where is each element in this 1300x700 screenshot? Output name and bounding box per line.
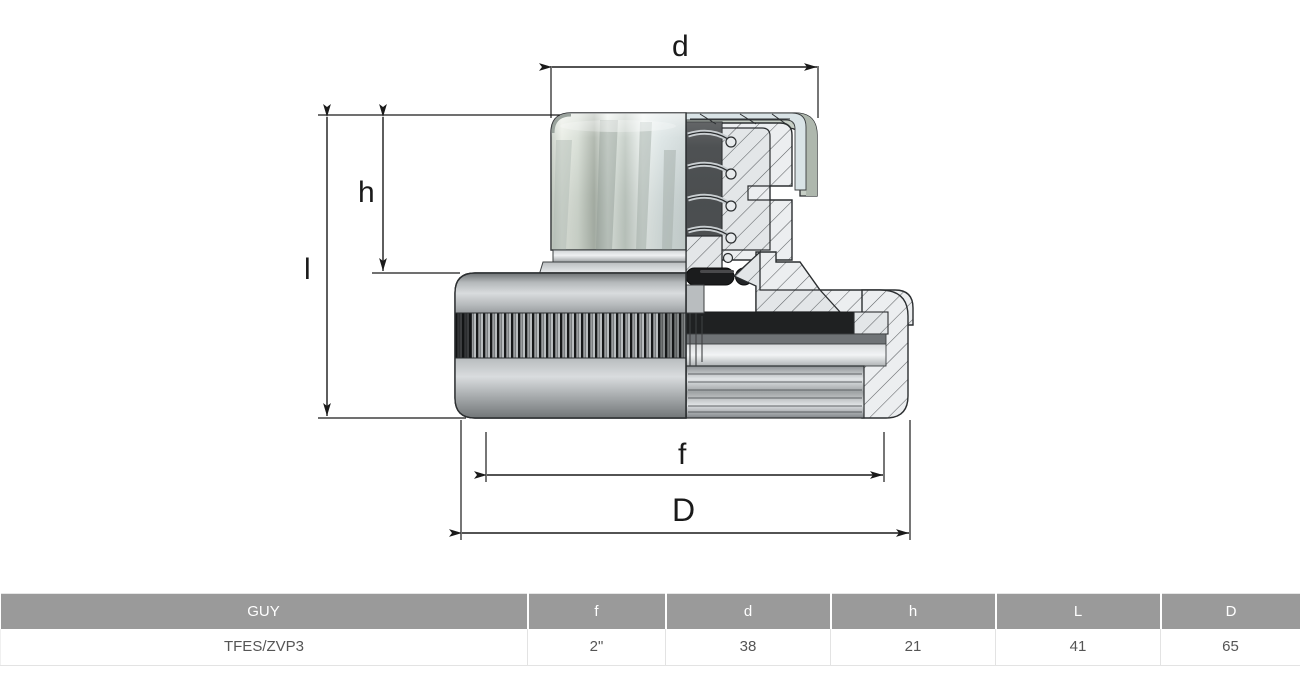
cell-h: 21 [830, 628, 996, 666]
column-header-d: d [665, 593, 832, 629]
cross-section-half [685, 112, 914, 419]
column-header-l: L [995, 593, 1162, 629]
cell-l: 41 [995, 628, 1161, 666]
dimension-label-f: f [678, 438, 687, 471]
exterior-half [454, 112, 687, 419]
dimension-label-D: D [672, 492, 696, 528]
column-header-f: f [527, 593, 667, 629]
product-drawing: d h l f D [304, 30, 914, 540]
table-body: TFES/ZVP3 2" 38 21 41 65 [0, 628, 1300, 666]
cell-f: 2" [527, 628, 666, 666]
dimension-label-h: h [358, 176, 375, 209]
specification-table: GUY f d h L D TFES/ZVP3 2" 38 21 41 65 [0, 593, 1300, 666]
part-geometry [454, 112, 914, 419]
cell-D: 65 [1160, 628, 1300, 666]
cell-d: 38 [665, 628, 831, 666]
column-header-D: D [1160, 593, 1300, 629]
spec-table-element: GUY f d h L D TFES/ZVP3 2" 38 21 41 65 [0, 593, 1300, 666]
column-header-h: h [830, 593, 997, 629]
dimension-label-d: d [672, 30, 689, 63]
table-row: TFES/ZVP3 2" 38 21 41 65 [0, 628, 1300, 666]
table-header: GUY f d h L D [0, 593, 1300, 629]
column-header-guy: GUY [0, 593, 529, 629]
dimension-lines [318, 63, 911, 540]
dimension-label-l: l [304, 253, 311, 286]
cell-model: TFES/ZVP3 [0, 628, 528, 666]
spring-section-circles [722, 136, 737, 264]
table-header-row: GUY f d h L D [0, 593, 1300, 629]
